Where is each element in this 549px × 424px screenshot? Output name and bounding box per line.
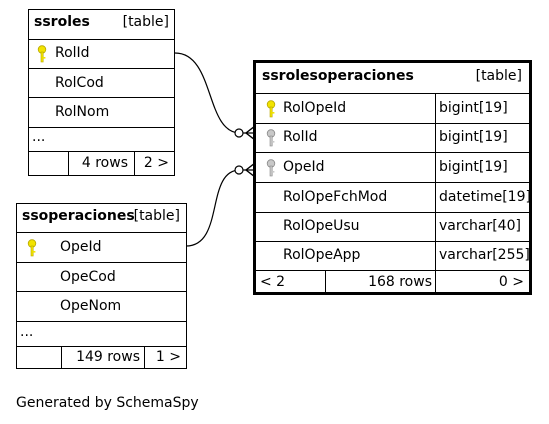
ellipsis-row: ... [29, 127, 174, 151]
table-ssroles[interactable]: ssroles [table] RolId RolCod RolNom ... … [28, 9, 175, 176]
generated-by-footer: Generated by SchemaSpy [16, 395, 199, 411]
table-kind: [table] [122, 14, 169, 30]
row-count: 168 rows [368, 274, 432, 290]
column-name: RolOpeId [283, 100, 347, 116]
key-icon [266, 159, 276, 177]
children-link[interactable]: 0 > [498, 274, 524, 290]
column-row[interactable]: RolOpeFchMod datetime[19] [256, 182, 531, 212]
ellipsis: ... [32, 129, 46, 145]
children-link[interactable]: 1 > [155, 349, 181, 365]
key-icon [27, 239, 37, 257]
column-row[interactable]: RolOpeUsu varchar[40] [256, 212, 529, 241]
column-name: RolCod [55, 75, 104, 91]
column-name: RolNom [55, 104, 110, 120]
column-type: bigint[19] [439, 100, 508, 116]
column-row[interactable]: OpeCod [17, 262, 186, 291]
column-type: datetime[19] [439, 189, 531, 205]
column-name: RolId [55, 45, 90, 61]
column-row[interactable]: RolCod [29, 68, 174, 97]
column-name: RolId [283, 129, 318, 145]
table-stats-row: 4 rows 2 > [29, 151, 174, 175]
column-row[interactable]: RolOpeApp varchar[255] [256, 241, 530, 270]
column-name: RolOpeFchMod [283, 189, 388, 205]
column-row[interactable]: RolNom [29, 97, 174, 127]
table-header: ssoperaciones [table] [17, 204, 186, 232]
column-row[interactable]: OpeId bigint[19] [256, 152, 529, 182]
ellipsis: ... [20, 324, 34, 340]
relation-crowfoot [244, 125, 256, 141]
table-name: ssrolesoperaciones [262, 68, 414, 84]
table-stats-row: < 2 168 rows 0 > [256, 270, 529, 292]
column-row[interactable]: OpeId [17, 232, 186, 262]
relation-crowfoot [244, 162, 256, 178]
relation-ssroles-rolid [174, 52, 255, 134]
relation-end-circle [234, 165, 244, 175]
row-count: 4 rows [81, 155, 128, 171]
column-name: OpeId [283, 159, 325, 175]
table-ssoperaciones[interactable]: ssoperaciones [table] OpeId OpeCod OpeNo… [16, 203, 187, 369]
table-name: ssoperaciones [22, 208, 135, 224]
table-stats-row: 149 rows 1 > [17, 346, 186, 368]
column-type: bigint[19] [439, 129, 508, 145]
column-name: OpeNom [60, 298, 122, 314]
key-icon [37, 45, 47, 63]
column-name: RolOpeUsu [283, 218, 360, 234]
column-type: bigint[19] [439, 159, 508, 175]
column-row[interactable]: OpeNom [17, 291, 186, 321]
column-type: varchar[255] [439, 247, 530, 263]
column-row[interactable]: RolOpeId bigint[19] [256, 93, 529, 123]
relation-end-circle [234, 128, 244, 138]
table-name: ssroles [34, 14, 90, 30]
children-link[interactable]: 2 > [143, 155, 169, 171]
table-header: ssroles [table] [29, 10, 174, 39]
parents-link[interactable]: < 2 [260, 274, 286, 290]
column-type: varchar[40] [439, 218, 521, 234]
column-row[interactable]: RolId [29, 39, 174, 68]
table-header: ssrolesoperaciones [table] [256, 63, 529, 93]
row-count: 149 rows [76, 349, 140, 365]
column-name: RolOpeApp [283, 247, 361, 263]
column-name: OpeId [60, 239, 102, 255]
table-kind: [table] [475, 68, 522, 84]
key-icon [266, 129, 276, 147]
key-icon [266, 100, 276, 118]
relation-ssoperaciones-opeid [185, 169, 255, 247]
column-name: OpeCod [60, 269, 116, 285]
table-ssrolesoperaciones[interactable]: ssrolesoperaciones [table] RolOpeId bigi… [253, 60, 532, 295]
table-kind: [table] [133, 208, 180, 224]
column-row[interactable]: RolId bigint[19] [256, 123, 529, 152]
ellipsis-row: ... [17, 321, 186, 346]
